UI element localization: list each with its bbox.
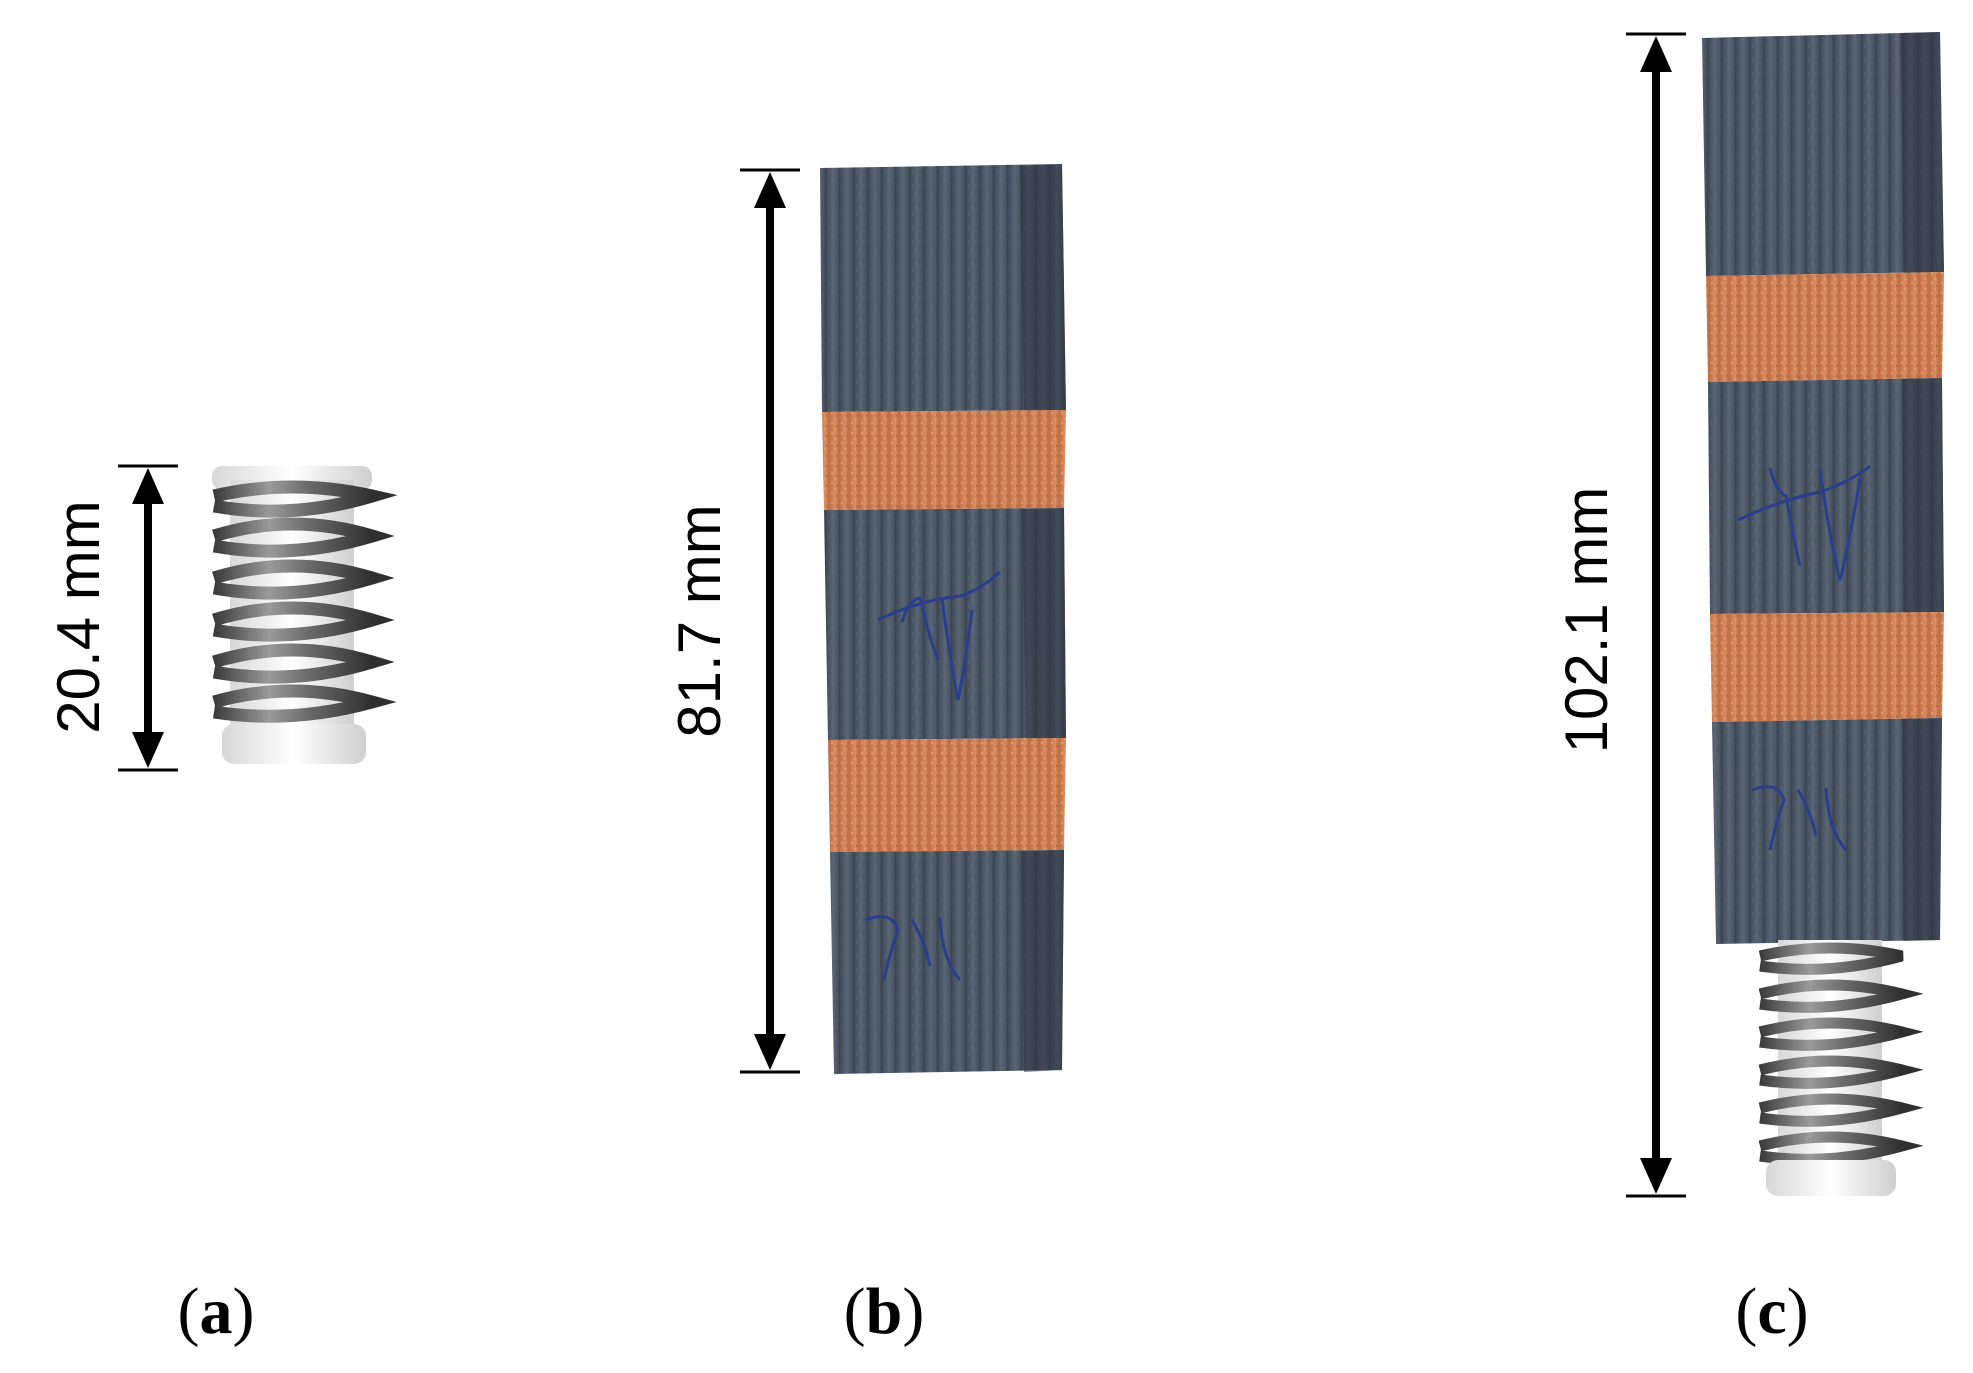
steel-block-b-1-shade [1020,164,1066,411]
dimension-c-arrow-down-icon [1640,1158,1672,1194]
dimension-c [1626,32,1686,1198]
panel-label-c: (c) [1672,1272,1872,1352]
panel-label-c-close: ) [1786,1275,1809,1348]
spring-c-bottom-cap [1766,1160,1896,1196]
ink-marking-c-3 [1751,785,1848,852]
panel-label-b: (b) [784,1272,984,1352]
block-stack-c [1702,32,1944,944]
spring-a-coils [212,480,398,723]
steel-block-b-1 [820,164,1066,412]
steel-block-b-2-shade [1022,508,1066,739]
panel-c-photo [1702,32,1944,1196]
copper-foam-b-1 [822,410,1066,510]
steel-block-c-2 [1708,378,1944,614]
dimension-a-arrow-down-icon [132,732,164,768]
panel-label-c-open: ( [1735,1275,1758,1348]
dimension-b [740,168,800,1074]
copper-foam-b-2 [828,738,1066,852]
dimension-a-arrow-up-icon [132,468,164,504]
dimension-b-label: 81.7 mm [666,504,733,738]
panel-label-c-letter: c [1757,1275,1787,1348]
spring-a [212,466,398,764]
steel-block-c-3-shade [1902,718,1942,941]
steel-block-c-3 [1712,718,1942,944]
panel-a-photo [212,466,398,764]
dimension-a-label: 20.4 mm [45,500,112,734]
dimension-a [118,464,178,772]
ink-marking-b-2 [877,570,1002,701]
dimension-c-label: 102.1 mm [1553,486,1620,754]
panel-label-b-close: ) [902,1275,925,1348]
steel-block-b-3 [830,850,1064,1074]
panel-label-a: (a) [116,1272,316,1352]
ink-marking-c-2 [1737,464,1871,581]
dimension-c-arrow-up-icon [1640,36,1672,72]
spring-c [1758,940,1924,1196]
steel-block-b-3-shade [1022,850,1064,1072]
panel-label-a-close: ) [232,1275,255,1348]
panel-label-a-letter: a [199,1275,233,1348]
dimension-b-arrow-up-icon [754,172,786,208]
ink-marking-b-3 [865,915,962,982]
panel-label-b-letter: b [865,1275,903,1348]
steel-block-c-1-shade [1900,32,1944,273]
block-stack-b [820,164,1066,1074]
dimension-b-arrow-down-icon [754,1034,786,1070]
copper-foam-c-1 [1706,272,1944,382]
copper-foam-c-2 [1710,612,1944,722]
steel-block-c-2-shade [1902,378,1944,613]
spring-a-bottom-cap [222,724,366,764]
spring-c-coils [1758,942,1924,1165]
panel-label-a-open: ( [177,1275,200,1348]
panel-label-b-open: ( [843,1275,866,1348]
steel-block-c-1 [1702,32,1944,276]
panel-b-photo [820,164,1066,1074]
